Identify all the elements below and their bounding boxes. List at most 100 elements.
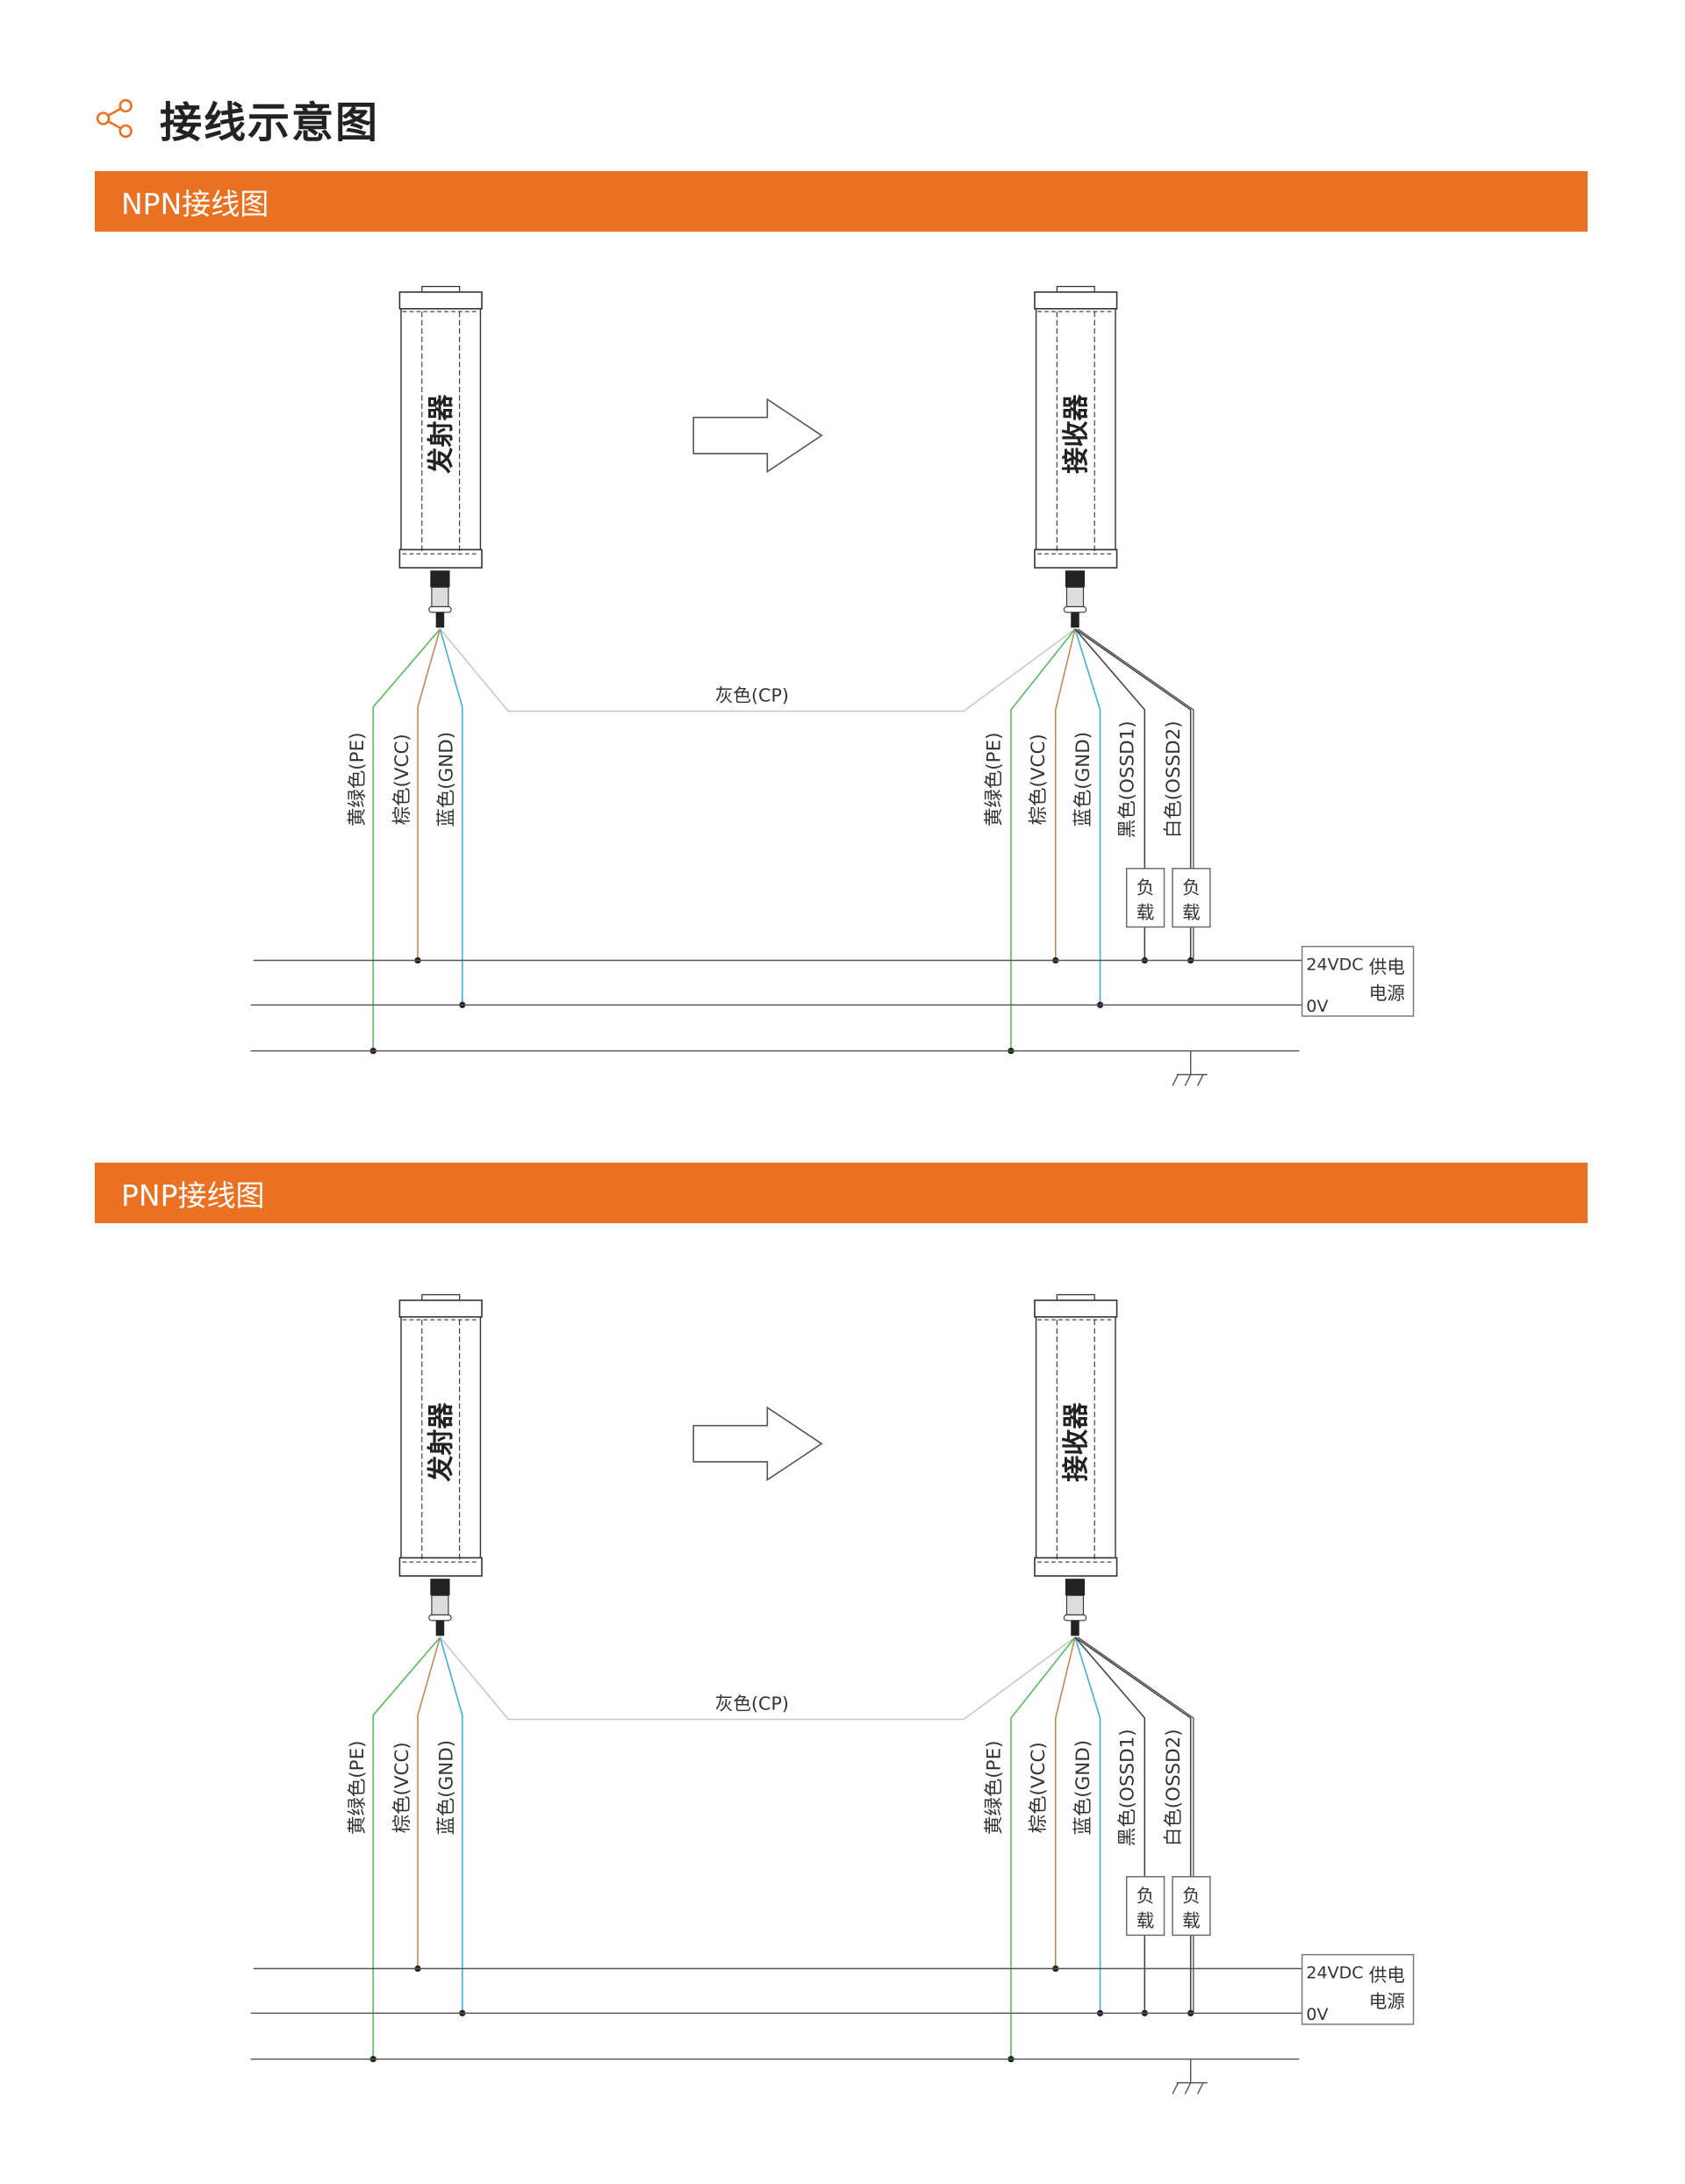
top-cap [1056,285,1095,293]
receiver-wire [1074,628,1101,1006]
top-cap [421,1293,461,1301]
power-0v-label: 0V [1306,997,1328,1016]
emitter-sensor: 发射器 [398,1293,483,1636]
page-title: 接线示意图 [160,98,380,147]
sensor-label: 接收器 [1061,1402,1092,1482]
housing [1035,1316,1116,1559]
emitter-sensor: 发射器 [398,285,483,628]
sensor-label: 接收器 [1061,394,1092,474]
cable [435,1620,445,1636]
wire-label: 黄绿色(PE) [347,1741,369,1835]
top-cap [421,285,461,293]
power-24vdc-label: 24VDC [1306,1964,1363,1983]
wire-label: 蓝色(GND) [436,1740,458,1836]
emitter-wire [417,1636,441,1969]
section-header-npn: NPN接线图 [95,171,1588,232]
load-label: 负 [1136,877,1155,898]
receiver-wire [1054,1636,1076,1969]
receiver-sensor: 接收器 [1034,285,1118,628]
power-supply-box [1301,1953,1415,2025]
cp-wire [439,1636,1076,1721]
wire-label: 棕色(VCC) [1028,734,1050,825]
connector-nut [1065,1579,1086,1596]
emitter-wire [439,628,463,1006]
power-supply-box [1301,945,1415,1017]
ground-hatch [1184,1074,1192,1086]
top-cap [398,291,483,310]
cp-label: 灰色(CP) [715,684,789,705]
ground-icon [1172,1050,1208,1086]
connector-nut [430,1579,450,1596]
receiver-wire [1074,1636,1101,2014]
power-label: 供电 [1369,956,1405,977]
top-cap [398,1300,483,1318]
share-icon [96,98,133,139]
section-title: NPN接线图 [121,186,269,221]
connector-ring [428,605,452,613]
wire-label: 棕色(VCC) [391,734,413,825]
receiver-sensor: 接收器 [1034,1293,1118,1636]
section-header-pnp: PNP接线图 [95,1163,1588,1223]
connector-ring [1063,1614,1087,1622]
housing [400,308,482,551]
connector-body [1065,586,1085,608]
receiver-wire [1010,628,1076,1051]
emitter-wire [372,628,441,1051]
wire-label: 黄绿色(PE) [983,733,1005,827]
wire-label: 棕色(VCC) [391,1742,413,1833]
ground-hatch [1184,2082,1192,2094]
connector-body [431,586,449,608]
ground-hatch [1196,1074,1204,1086]
emitter-wire [372,1636,441,2059]
load-label: 负 [1136,1885,1155,1906]
page-header: 接线示意图 [95,88,379,149]
power-label: 供电 [1369,1965,1405,1986]
ground-icon [1172,2059,1208,2094]
load-box [1172,868,1211,928]
receiver-wire [1010,1636,1076,2059]
bottom-cap [1034,548,1118,569]
connector-ring [428,1614,452,1622]
connector-nut [1065,570,1086,588]
connector-ring [1063,605,1087,613]
sensor-label: 发射器 [427,394,457,475]
wire-label: 棕色(VCC) [1028,1742,1050,1833]
load-label: 负 [1182,877,1201,898]
wire-label: 蓝色(GND) [1072,732,1094,827]
bottom-cap [1034,1557,1118,1577]
load-label: 载 [1182,902,1201,923]
wire-label: 黑色(OSSD1) [1117,720,1139,838]
housing [400,1316,482,1559]
ground-hatch [1172,1074,1180,1086]
power-0v-label: 0V [1306,2005,1328,2024]
wire-label: 蓝色(GND) [436,732,458,827]
bottom-cap [398,548,483,569]
arrow-right-icon [692,1406,823,1482]
pnp-wiring-diagram: 发射器 接收器灰色(CP) 黄绿色(PE) 棕色(VCC) 蓝色(GND) 黄绿色(PE)… [0,1286,1685,2129]
bottom-cap [398,1557,483,1577]
top-cap [1056,1293,1095,1301]
cable [435,612,445,628]
wire-label: 黄绿色(PE) [347,733,369,827]
cable [1071,612,1079,628]
load-label: 载 [1182,1910,1201,1931]
wire-label: 黑色(OSSD1) [1117,1729,1139,1846]
cp-label: 灰色(CP) [715,1693,789,1714]
top-cap [1034,1300,1118,1318]
cp-wire [439,628,1076,712]
wire-label: 白色(OSSD2) [1163,720,1185,838]
connector-body [431,1594,449,1616]
emitter-wire [417,628,441,961]
load-label: 负 [1182,1885,1201,1906]
connector-body [1065,1594,1085,1616]
power-label: 电源 [1369,1991,1405,2012]
emitter-wire [439,1636,463,2014]
load-box [1172,1876,1211,1937]
receiver-wire [1054,628,1076,961]
connector-nut [430,570,450,588]
wire-label: 黄绿色(PE) [983,1741,1005,1835]
wire-label: 蓝色(GND) [1072,1740,1094,1836]
top-cap [1034,291,1118,310]
load-label: 载 [1136,1910,1155,1931]
cable [1071,1620,1079,1636]
